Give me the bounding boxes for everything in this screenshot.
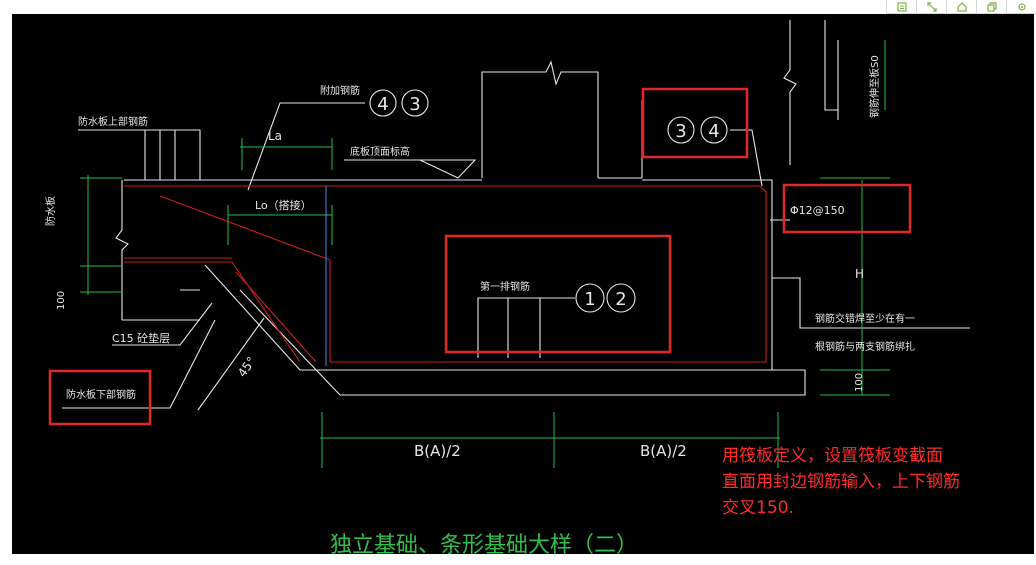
annotation-note: 用筏板定义，设置筏板变截面 直面用封边钢筋输入，上下钢筋 交叉150. <box>722 443 1022 521</box>
expand-button[interactable] <box>916 0 946 14</box>
dim-b2: B(A)/2 <box>640 442 687 460</box>
annotation-line-1: 用筏板定义，设置筏板变截面 <box>722 446 943 466</box>
fs-bottom-label: 防水板下部钢筋 <box>66 388 136 401</box>
annotation-line-3: 交叉150. <box>722 498 794 518</box>
fs-top-label: 防水板上部钢筋 <box>78 115 148 128</box>
fsb-label: 防水板 <box>44 196 57 226</box>
note-button[interactable] <box>886 0 916 14</box>
copy-button[interactable] <box>976 0 1006 14</box>
callout-3: 3 <box>409 94 420 115</box>
note-icon <box>896 1 907 12</box>
rebar-spec-label: Φ12@150 <box>790 204 845 217</box>
cad-drawing: 4 3 3 4 1 2 附加钢筋 防水板上部钢筋 底板顶面标高 第一排钢筋 防水… <box>44 20 970 554</box>
h-label: H <box>855 267 864 281</box>
callout-3b: 3 <box>675 121 686 142</box>
view-toolbar <box>886 0 1036 14</box>
stirrup-label-2: 根钢筋与两支钢筋绑扎 <box>815 340 915 353</box>
drawing-caption: 独立基础、条形基础大样（二） <box>330 533 638 554</box>
angle-label: 45° <box>235 354 259 379</box>
callout-2: 2 <box>615 289 626 310</box>
dim-b1: B(A)/2 <box>414 442 461 460</box>
cad-drawing-canvas: 4 3 3 4 1 2 附加钢筋 防水板上部钢筋 底板顶面标高 第一排钢筋 防水… <box>12 14 1034 554</box>
stirrup-label-1: 钢筋交错焊至少在有一 <box>815 312 915 325</box>
first-row-label: 第一排钢筋 <box>480 280 530 293</box>
fj-rebar-label: 附加钢筋 <box>320 84 360 97</box>
home-button[interactable] <box>946 0 976 14</box>
annotation-line-2: 直面用封边钢筋输入，上下钢筋 <box>722 472 960 492</box>
settings-icon <box>1017 2 1026 11</box>
callout-1: 1 <box>584 289 595 310</box>
callout-4: 4 <box>377 94 388 115</box>
home-icon <box>956 1 967 12</box>
copy-icon <box>986 1 997 12</box>
dim-100-right: 100 <box>854 373 865 392</box>
highlight-box-fs-bottom <box>48 369 152 426</box>
la-label: La <box>268 129 282 143</box>
bottom-elev-label: 底板顶面标高 <box>350 145 410 158</box>
highlight-box-34 <box>641 87 749 159</box>
lo-label: Lo（搭接） <box>255 199 312 212</box>
highlight-box-rebar-spec <box>782 183 912 234</box>
highlight-box-12 <box>444 234 672 354</box>
dim-100-left: 100 <box>56 291 67 310</box>
callout-4b: 4 <box>708 121 719 142</box>
vertical-top-label: 钢筋伸至板S0 <box>868 55 881 118</box>
expand-icon <box>926 1 937 12</box>
c15-label: C15 砼垫层 <box>112 331 170 345</box>
settings-button[interactable] <box>1006 0 1036 14</box>
